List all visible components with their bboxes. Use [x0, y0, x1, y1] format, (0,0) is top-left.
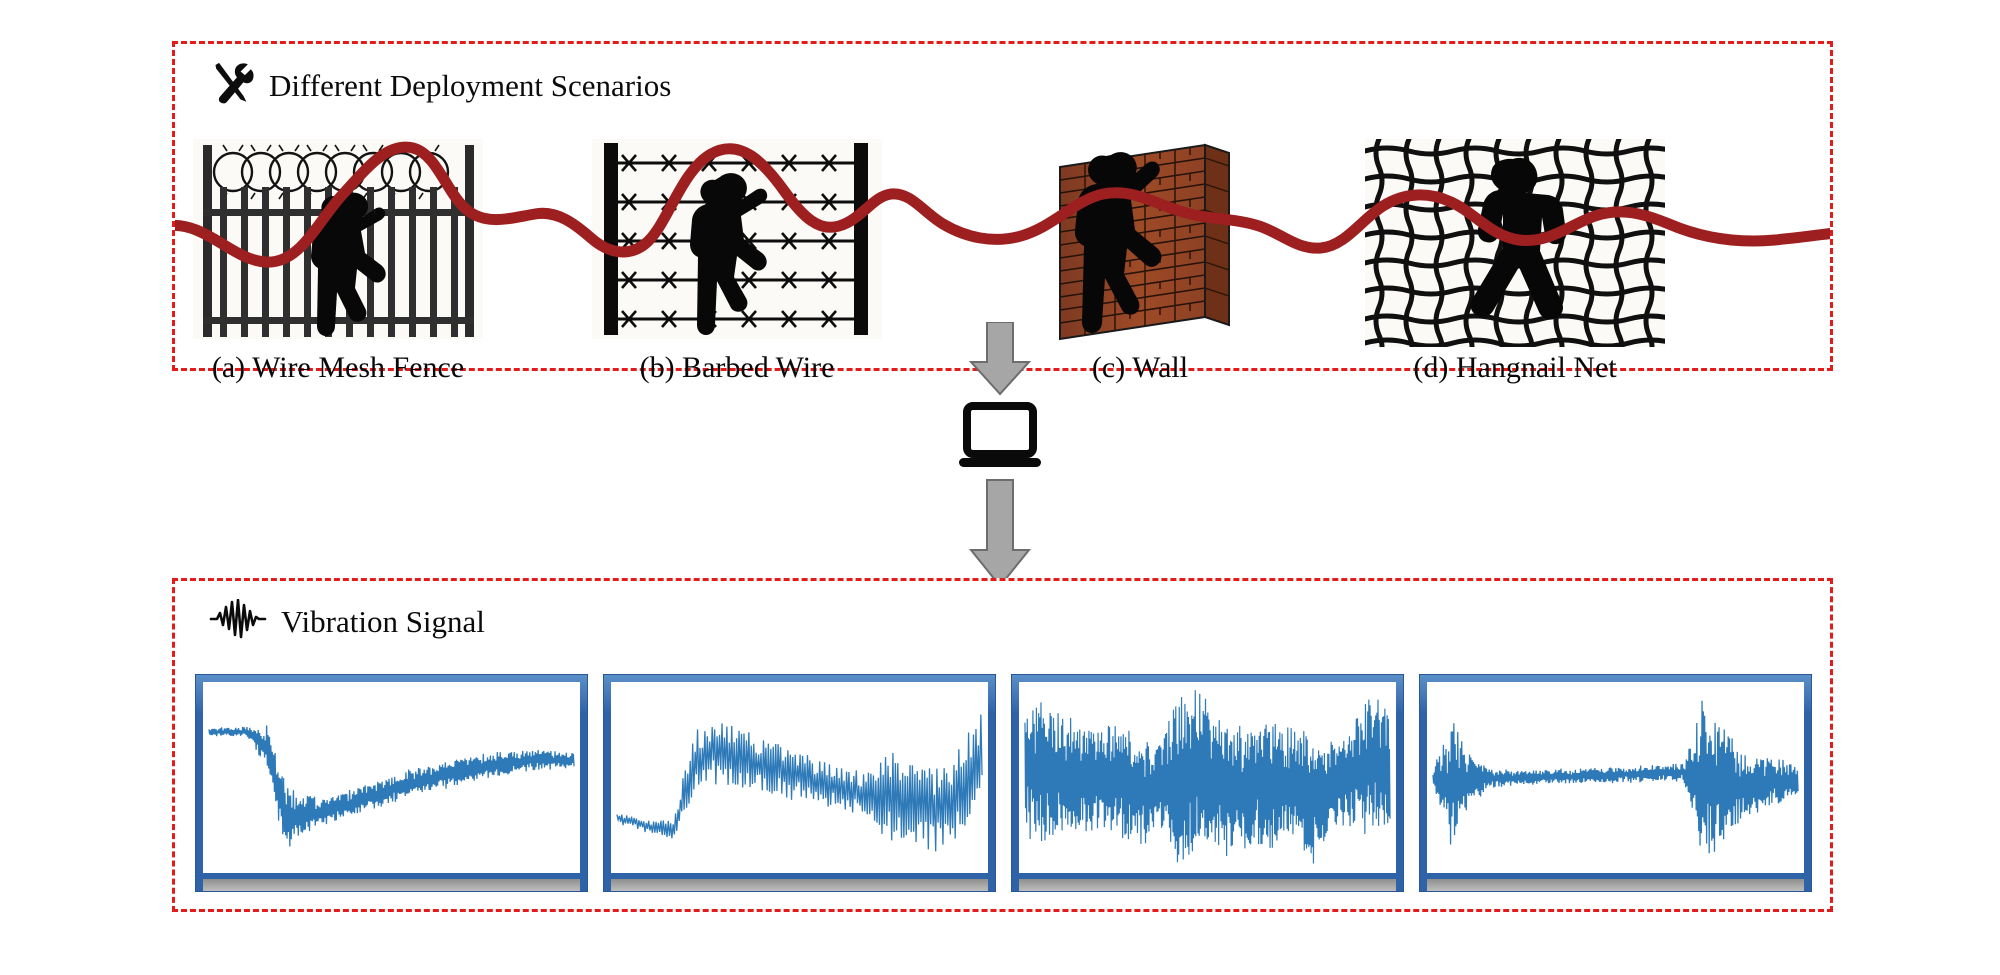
- down-arrow-icon-bottom: [968, 479, 1032, 588]
- signal-plot-a[interactable]: [195, 674, 588, 892]
- signal-plot-c-canvas: [1019, 682, 1396, 873]
- signal-plot-b[interactable]: [603, 674, 996, 892]
- wire-mesh-fence-image: [193, 139, 483, 339]
- waveform-icon: [209, 598, 267, 644]
- signal-panel-title: Vibration Signal: [281, 604, 485, 639]
- signal-panel-header: Vibration Signal: [209, 598, 485, 644]
- deployment-scenarios-panel: Different Deployment Scenarios: [172, 41, 1833, 384]
- signal-plot-d[interactable]: [1419, 674, 1812, 892]
- down-arrow-icon-top: [968, 321, 1032, 396]
- signal-plot-b-shadow: [611, 879, 988, 891]
- barbed-wire-image: [592, 139, 882, 339]
- signal-plot-b-canvas: [611, 682, 988, 873]
- vibration-signal-panel: Vibration Signal: [172, 578, 1833, 912]
- signal-plot-a-shadow: [203, 879, 580, 891]
- laptop-icon: [959, 402, 1041, 467]
- caption-wall: (c) Wall: [1091, 351, 1189, 384]
- scenario-hangnail-net[interactable]: (d) Hangnail Net: [1365, 139, 1665, 384]
- signal-plot-d-canvas: [1427, 682, 1804, 873]
- signal-plot-a-canvas: [203, 682, 580, 873]
- hangnail-net-image: [1365, 139, 1665, 347]
- signal-plot-c-shadow: [1019, 879, 1396, 891]
- scenario-wire-mesh-fence[interactable]: (a) Wire Mesh Fence: [193, 139, 483, 384]
- signal-plot-d-shadow: [1427, 879, 1804, 891]
- scenario-panel-header: Different Deployment Scenarios: [209, 60, 671, 111]
- scenario-panel-title: Different Deployment Scenarios: [269, 68, 672, 103]
- tools-icon: [209, 60, 255, 111]
- caption-hangnail-net: (d) Hangnail Net: [1413, 351, 1617, 384]
- signal-plot-c[interactable]: [1011, 674, 1404, 892]
- scenario-barbed-wire[interactable]: (b) Barbed Wire: [592, 139, 882, 384]
- scenario-row: (a) Wire Mesh Fence: [175, 44, 1830, 384]
- caption-wire-mesh-fence: (a) Wire Mesh Fence: [211, 351, 465, 384]
- caption-barbed-wire: (b) Barbed Wire: [639, 351, 835, 384]
- processing-flow: [945, 321, 1055, 622]
